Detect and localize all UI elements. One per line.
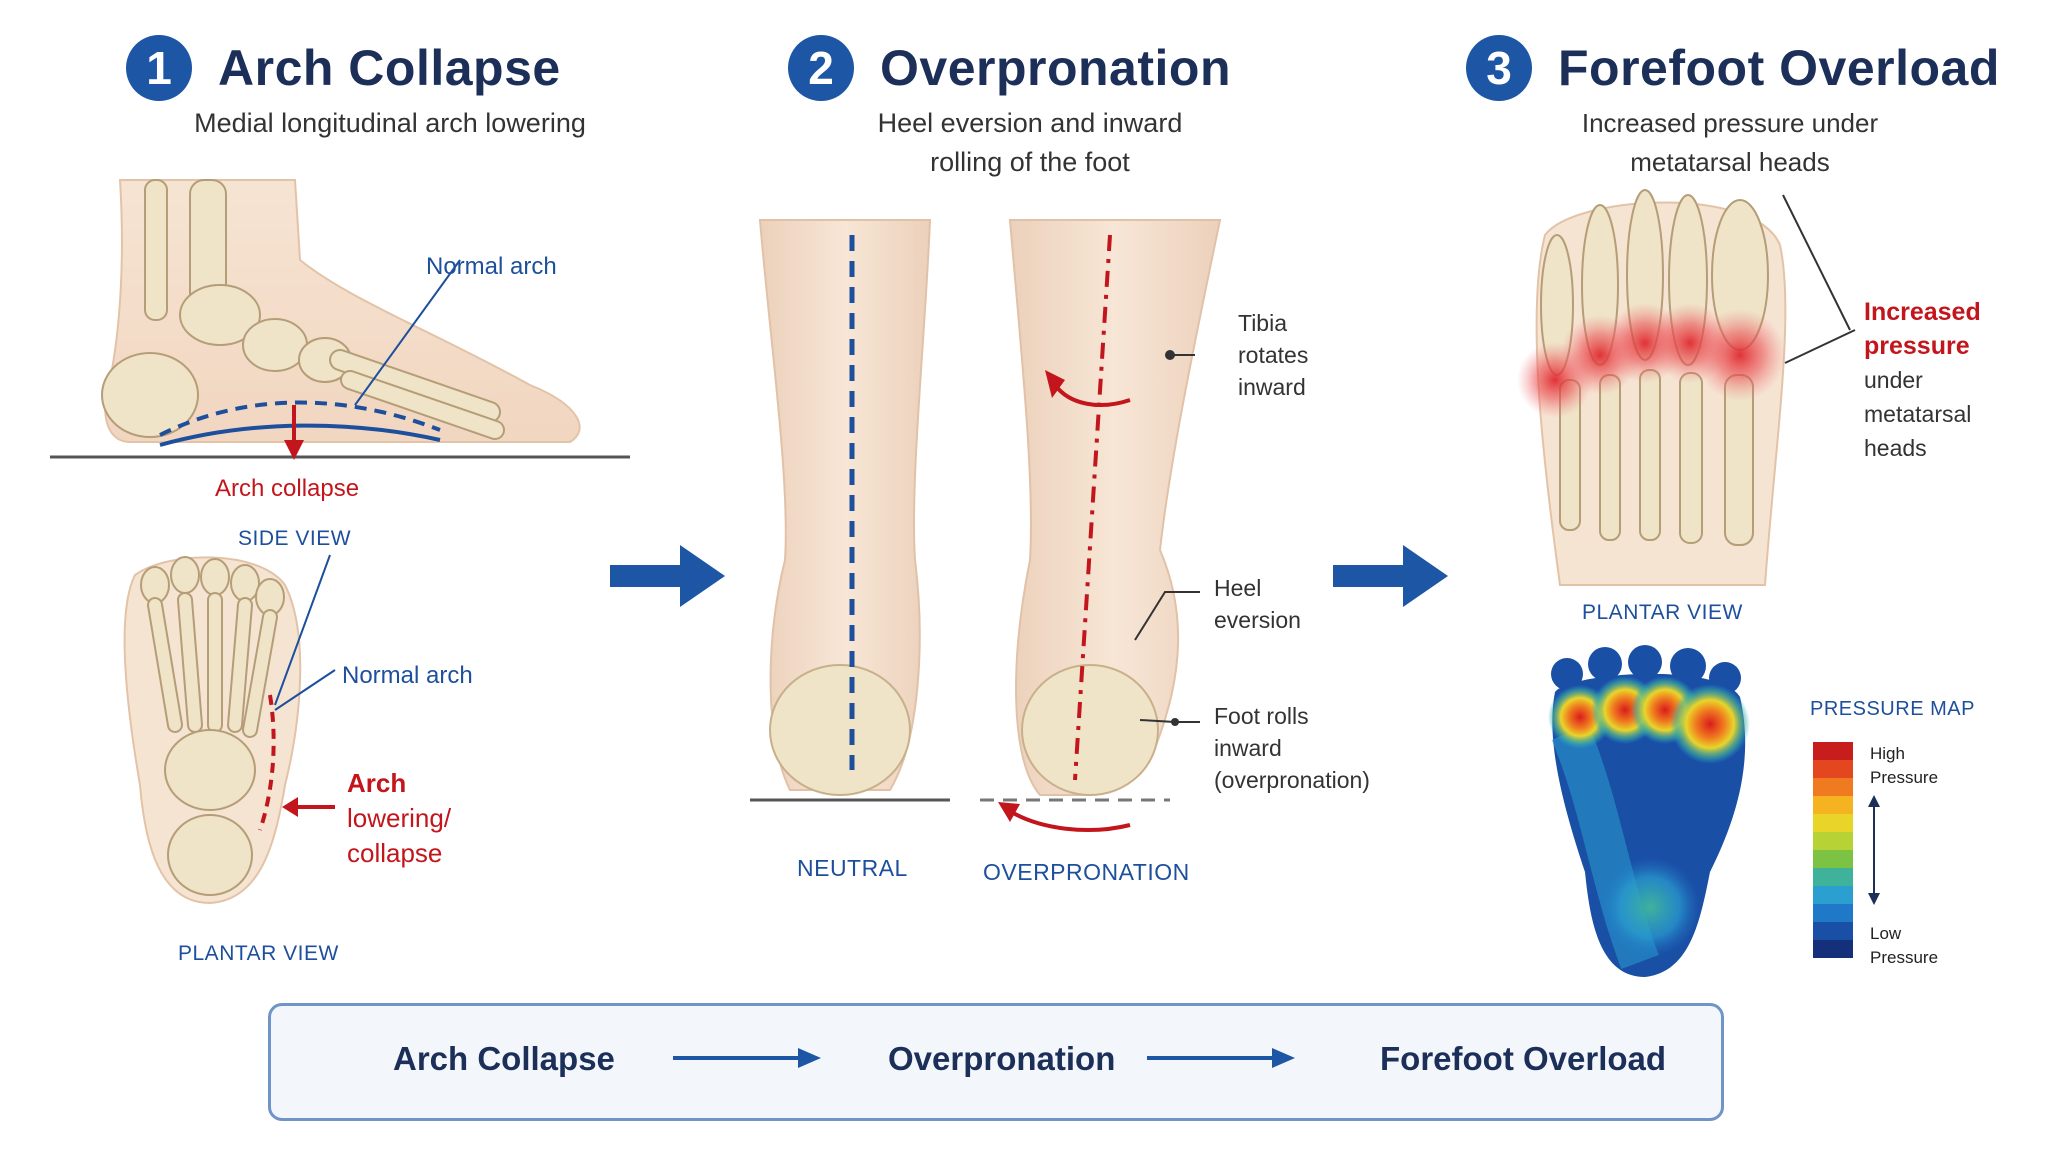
flow-step-arch-collapse: Arch Collapse (393, 1040, 615, 1077)
foot-rolls-inward-label: Foot rolls inward (overpronation) (1214, 703, 1370, 793)
heel-eversion-label: Heel eversion (1214, 575, 1301, 633)
section-1-header: 1 Arch Collapse (126, 35, 561, 101)
normal-arch-label: Normal arch (426, 253, 557, 280)
legend-swatch (1813, 832, 1853, 850)
side-view-label: SIDE VIEW (238, 527, 352, 550)
section-title: Overpronation (880, 40, 1231, 96)
section-title: Forefoot Overload (1558, 40, 2000, 96)
plantar-view-label: PLANTAR VIEW (178, 942, 339, 965)
section-subtitle: Medial longitudinal arch lowering (194, 108, 586, 138)
step-number-badge: 2 (788, 35, 854, 101)
arch-collapse-label: Arch collapse (215, 475, 360, 502)
legend-swatch (1813, 760, 1853, 778)
pressure-color-legend (1813, 742, 1853, 958)
plantar-view-foot-illustration (123, 554, 331, 905)
legend-swatch (1813, 922, 1853, 940)
legend-swatch (1813, 886, 1853, 904)
high-pressure-label: High Pressure (1870, 744, 1939, 787)
forefoot-bones-illustration (1517, 189, 1851, 586)
legend-swatch (1813, 940, 1853, 958)
overpronation-label: OVERPRONATION (983, 859, 1190, 885)
low-pressure-label: Low Pressure (1870, 924, 1939, 967)
pressure-heatmap-footprint (1548, 645, 1750, 977)
legend-swatch (1813, 742, 1853, 760)
section-subtitle: Increased pressure under metatarsal head… (1581, 108, 1879, 177)
legend-swatch (1813, 868, 1853, 886)
transition-arrow-icon (610, 545, 725, 607)
flow-arrow-icon (1147, 1048, 1295, 1068)
flow-step-overpronation: Overpronation (888, 1040, 1116, 1077)
summary-flow-box (268, 1003, 1724, 1121)
rear-view-legs-illustration (750, 219, 1222, 832)
pressure-map-title: PRESSURE MAP (1810, 698, 1975, 720)
legend-swatch (1813, 778, 1853, 796)
pressure-scale-arrow-icon (1868, 795, 1880, 905)
section-2-header: 2 Overpronation (788, 35, 1231, 101)
tibia-rotates-label: Tibia rotates inward (1238, 310, 1309, 400)
transition-arrow-icon (1333, 545, 1448, 607)
section-3-header: 3 Forefoot Overload (1466, 35, 2000, 101)
increased-pressure-label: Increased pressure under metatarsal head… (1864, 298, 1981, 461)
step-number-badge: 1 (126, 35, 192, 101)
plantar-view-label: PLANTAR VIEW (1582, 601, 1743, 624)
arch-lowering-label: Arch lowering/ collapse (347, 768, 452, 868)
legend-swatch (1813, 904, 1853, 922)
flow-step-forefoot-overload: Forefoot Overload (1380, 1040, 1667, 1077)
pressure-leader-line (1784, 329, 1856, 364)
legend-swatch (1813, 796, 1853, 814)
side-view-foot-illustration (50, 179, 630, 460)
flow-arrow-icon (673, 1048, 821, 1068)
step-number-badge: 3 (1466, 35, 1532, 101)
legend-swatch (1813, 850, 1853, 868)
plantar-normal-arch-label: Normal arch (342, 662, 473, 689)
legend-swatch (1813, 814, 1853, 832)
neutral-label: NEUTRAL (797, 855, 908, 881)
arch-lowering-arrow-icon (282, 797, 335, 817)
section-title: Arch Collapse (218, 40, 561, 96)
plantar-leader-line (274, 669, 336, 711)
section-subtitle: Heel eversion and inward rolling of the … (877, 108, 1183, 177)
